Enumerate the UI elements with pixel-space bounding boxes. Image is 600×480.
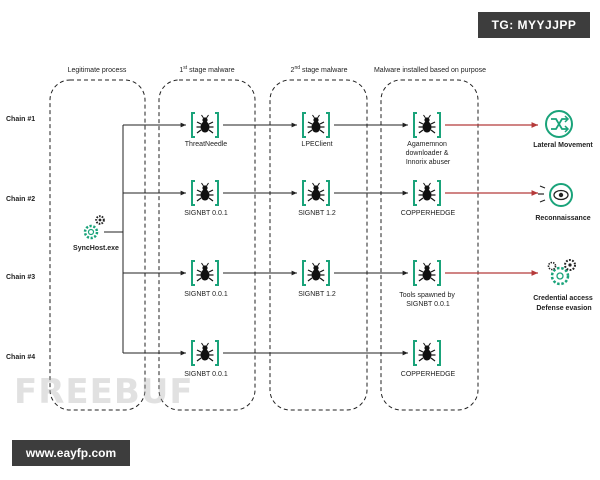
stage1-label: SIGNBT 0.0.1 [184,210,228,217]
gear-icon [83,215,105,240]
purpose-label: Agamemnon downloader & Innorix abuser [406,141,451,166]
chain-label: Chain #2 [6,196,35,203]
bug-icon [413,260,441,286]
stage1-label: SIGNBT 0.0.1 [184,371,228,378]
chain-label: Chain #4 [6,354,35,361]
purpose-label: Tools spawned by SIGNBT 0.0.1 [399,292,457,308]
header-stage1: 1st stage malware [179,65,234,74]
process-label: SyncHost.exe [73,245,119,252]
bug-icon [413,340,441,366]
bug-icon [413,112,441,138]
chain-label: Chain #3 [6,274,35,281]
purpose-label: COPPERHEDGE [401,210,456,217]
bug-icon [191,260,219,286]
header-legit-process: Legitimate process [68,67,127,74]
legit-process-column [49,79,146,411]
bug-icon [302,260,330,286]
header-stage2: 2nd stage malware [291,65,348,74]
outcome-label: Lateral Movement [533,142,593,149]
bug-icon [191,112,219,138]
stage2-label: SIGNBT 1.2 [298,291,336,298]
bug-icon [302,180,330,206]
stage1-label: ThreatNeedle [185,141,228,148]
site-badge: www.eayfp.com [12,440,130,466]
stage2-column [269,79,368,411]
purpose-column [380,79,479,411]
outcome-label: Credential access Defense evasion [533,295,595,312]
watermark: FREEBUF [14,372,194,412]
stage1-column [158,79,256,411]
bug-icon [191,340,219,366]
outcome-label: Reconnaissance [535,215,590,222]
stage2-label: LPEClient [301,141,332,148]
tg-badge: TG: MYYJJPP [478,12,590,38]
header-purpose: Malware installed based on purpose [374,67,486,74]
chain-label: Chain #1 [6,116,35,123]
lateral-movement-icon [545,110,573,138]
trunk-connector [104,125,124,353]
bug-icon [413,180,441,206]
purpose-label: COPPERHEDGE [401,371,456,378]
reconnaissance-eye-icon [538,183,573,207]
bug-icon [191,180,219,206]
bug-icon [302,112,330,138]
credential-gears-icon [547,259,576,286]
stage1-label: SIGNBT 0.0.1 [184,291,228,298]
stage2-label: SIGNBT 1.2 [298,210,336,217]
